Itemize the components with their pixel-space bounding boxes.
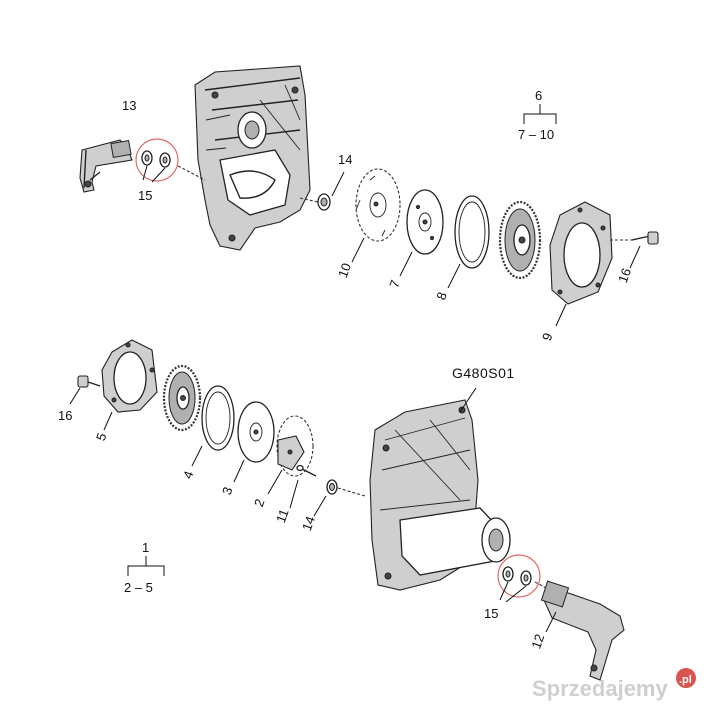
label-9: 9 xyxy=(539,331,556,343)
label-5: 5 xyxy=(93,431,110,443)
label-6: 6 xyxy=(535,88,542,103)
part-12-lever-shaft xyxy=(540,580,625,681)
label-15-upper: 15 xyxy=(138,188,152,203)
part-15-seals-lower xyxy=(497,554,541,603)
label-10: 10 xyxy=(335,261,354,280)
part-8-friction-disc xyxy=(447,195,490,289)
part-5-cover xyxy=(101,339,158,431)
watermark: Sprzedajemy .pl xyxy=(532,668,696,701)
watermark-suffix: .pl xyxy=(679,674,692,686)
label-13: 13 xyxy=(122,98,136,113)
label-4: 4 xyxy=(180,469,197,481)
part-2-plate xyxy=(267,415,314,495)
label-6-range: 7 – 10 xyxy=(518,127,554,142)
label-14-lower: 14 xyxy=(299,514,318,533)
group-6-bracket xyxy=(523,104,557,124)
part-10-plate xyxy=(351,168,401,263)
part-15-seals-upper xyxy=(135,138,179,183)
part-4-friction-disc xyxy=(191,385,235,467)
label-2: 2 xyxy=(251,497,268,509)
highlight-circle-upper xyxy=(135,138,179,182)
part-16-bolt-upper xyxy=(629,231,659,269)
part-3-plate xyxy=(233,401,275,483)
label-16-upper: 16 xyxy=(615,266,634,285)
label-11: 11 xyxy=(273,507,292,525)
part-14-washer-upper xyxy=(317,171,345,211)
highlight-circle-lower xyxy=(497,554,541,598)
gear-wheel-upper xyxy=(498,200,542,280)
label-16-lower: 16 xyxy=(58,408,72,423)
watermark-badge xyxy=(676,668,696,688)
label-1: 1 xyxy=(142,540,149,555)
part-14-washer-lower xyxy=(313,479,338,517)
housing-upper xyxy=(194,65,311,251)
label-12: 12 xyxy=(528,632,547,651)
gear-wheel-lower xyxy=(162,364,202,432)
housing-lower xyxy=(369,387,511,591)
part-7-plate xyxy=(399,189,444,277)
label-7: 7 xyxy=(386,278,403,290)
label-15-lower: 15 xyxy=(484,606,498,621)
diagram-code: G480S01 xyxy=(452,365,515,381)
part-16-bolt-lower xyxy=(69,375,101,405)
label-3: 3 xyxy=(219,485,236,497)
label-8: 8 xyxy=(433,290,450,302)
label-1-range: 2 – 5 xyxy=(124,580,153,595)
watermark-text: Sprzedajemy xyxy=(532,676,668,701)
part-11-pin xyxy=(289,464,317,509)
part-13-lever-shaft xyxy=(79,139,133,193)
group-1-bracket xyxy=(127,556,165,576)
label-14-upper: 14 xyxy=(338,152,352,167)
part-9-cover xyxy=(549,201,613,327)
